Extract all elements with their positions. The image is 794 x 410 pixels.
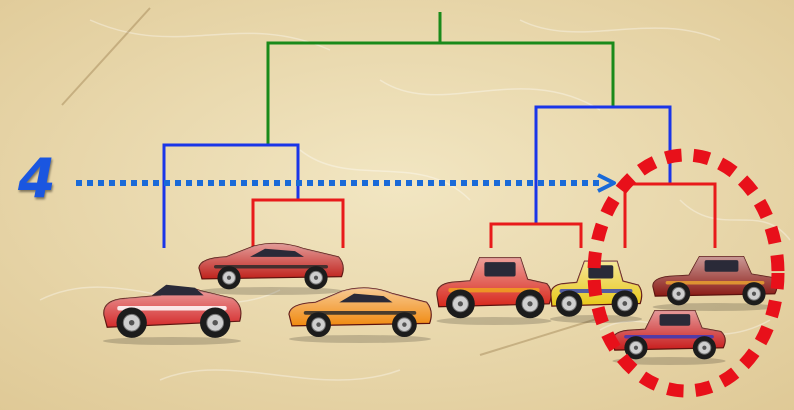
paper-streak xyxy=(61,7,151,106)
paper-streak xyxy=(479,317,601,356)
flame-hot-rod-car xyxy=(612,310,726,365)
orange-sports-car-car xyxy=(288,287,432,343)
cluster-count-label: 4 xyxy=(18,147,56,210)
cobra-roadster-car xyxy=(102,284,242,345)
cluster-cut-line xyxy=(76,173,616,193)
arrowhead-icon xyxy=(597,173,616,193)
red-hot-rod-car xyxy=(436,257,552,325)
cars xyxy=(102,242,778,365)
maroon-hot-rod-car xyxy=(652,256,778,311)
highlight-circle xyxy=(587,148,785,398)
red-coupe-car xyxy=(198,242,344,295)
root-branch xyxy=(266,12,615,145)
second-level-branch xyxy=(162,105,672,248)
leaf-branch xyxy=(251,182,717,248)
